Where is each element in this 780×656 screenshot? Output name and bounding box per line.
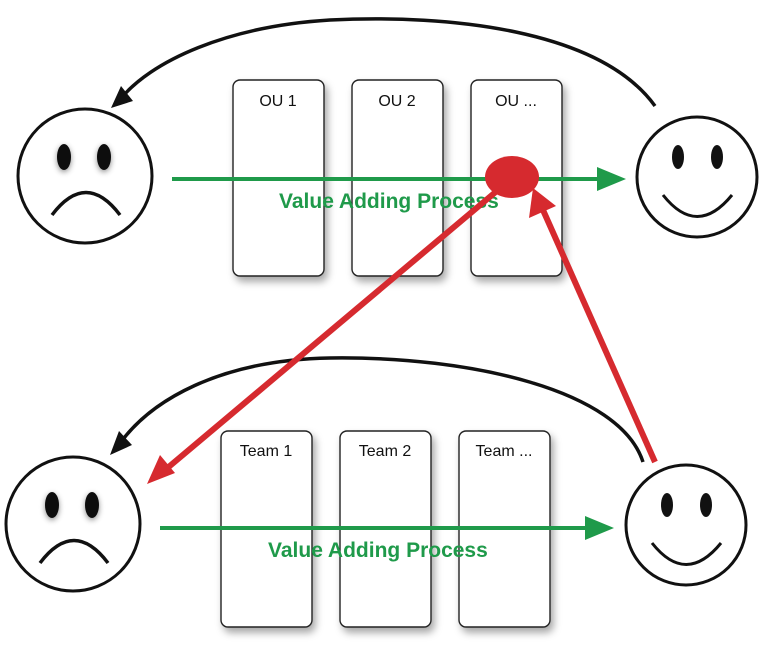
bottom-process-arrowhead	[585, 516, 614, 540]
bottom-group: Team 1 Team 2 Team ... Value Adding Proc…	[4, 356, 748, 628]
top-sad-face-icon	[16, 107, 154, 245]
top-unit-label-2: OU 2	[378, 93, 415, 110]
feedback-arrow-up-head	[529, 188, 556, 218]
top-group: OU 1 OU 2 OU ... Value Adding Process	[16, 17, 759, 277]
feedback-loop	[147, 156, 658, 484]
bottom-happy-face-icon	[624, 463, 748, 587]
bottom-return-arrow	[116, 356, 645, 463]
bottom-unit-label-3: Team ...	[476, 443, 533, 460]
feedback-arrow-up	[540, 208, 658, 464]
bottom-unit-label-1: Team 1	[240, 443, 293, 460]
feedback-arrow-down	[163, 187, 500, 473]
top-process-arrowhead	[597, 167, 626, 191]
bottom-process-label: Value Adding Process	[268, 539, 488, 562]
feedback-arrow-down-head	[147, 455, 175, 484]
top-unit-label-1: OU 1	[259, 93, 296, 110]
top-happy-face-icon	[635, 115, 759, 239]
top-return-arrowhead	[111, 86, 133, 108]
top-unit-label-3: OU ...	[495, 93, 537, 110]
bottom-sad-face-icon	[4, 455, 142, 593]
top-return-arrow	[116, 17, 657, 108]
bottom-return-arrowhead	[110, 431, 132, 455]
bottom-unit-label-2: Team 2	[359, 443, 412, 460]
feedback-point-marker	[485, 156, 539, 198]
top-process-label: Value Adding Process	[279, 190, 499, 213]
